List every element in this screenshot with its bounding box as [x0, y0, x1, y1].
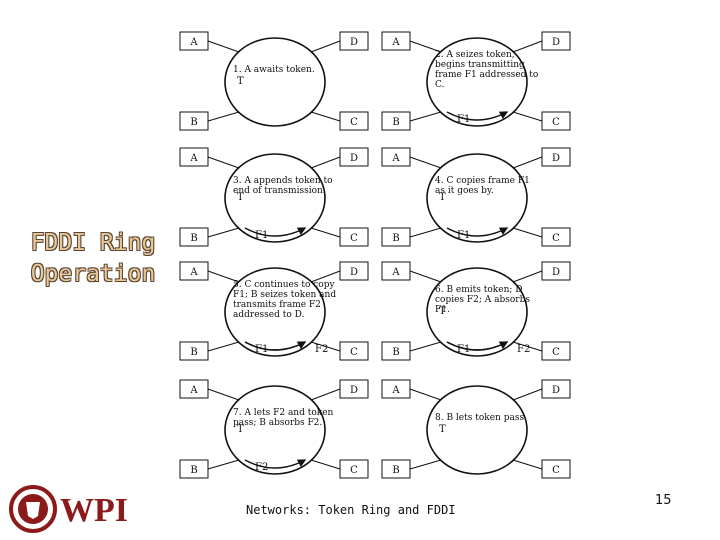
station-label: C [552, 347, 560, 358]
token-label: T [439, 192, 446, 203]
station-label: A [189, 153, 198, 164]
frame-arrow [244, 459, 307, 469]
ring-circle [224, 37, 326, 127]
ring-panel: A D B C 2. A seizes token,begins transmittin… [381, 31, 571, 131]
station-label: D [552, 267, 560, 278]
station-label: B [190, 347, 197, 358]
slide-title-line2: Operation [30, 261, 156, 287]
ring-circle [224, 153, 326, 243]
frame-label: F2 [255, 462, 268, 473]
frame-arrow [446, 341, 509, 351]
station-label: A [391, 267, 400, 278]
station-label: D [552, 153, 560, 164]
page-number: 15 [655, 493, 672, 508]
station-label: C [350, 117, 358, 128]
station-label: C [552, 117, 560, 128]
station-label: B [392, 347, 399, 358]
frame-label: F2 [315, 344, 328, 355]
ring-circle [426, 385, 528, 475]
station-label: B [392, 117, 399, 128]
ring-circle [224, 385, 326, 475]
ring-circle [224, 267, 326, 357]
slide-title: FDDI Ring Operation [18, 228, 168, 290]
station-label: D [350, 153, 358, 164]
station-label: A [189, 267, 198, 278]
frame-label: F1 [255, 230, 268, 241]
station-label: A [189, 385, 198, 396]
frame-arrow [446, 227, 509, 237]
frame-label: F1 [457, 114, 470, 125]
station-label: C [350, 233, 358, 244]
station-label: A [391, 153, 400, 164]
frame-label: F2 [517, 344, 530, 355]
frame-arrow [244, 227, 307, 237]
step-description: 8. B lets token pass. [435, 413, 527, 423]
station-label: D [552, 37, 560, 48]
token-label: T [237, 192, 244, 203]
station-label: A [391, 385, 400, 396]
token-label: T [439, 306, 446, 317]
ring-panel: A D B C 1. A awaits token.T [179, 31, 369, 131]
frame-label: F1 [457, 230, 470, 241]
token-label: T [237, 424, 244, 435]
frame-label: F1 [457, 344, 470, 355]
station-label: D [350, 37, 358, 48]
station-label: A [189, 37, 198, 48]
ring-circle [426, 267, 528, 357]
station-label: D [552, 385, 560, 396]
slide-footer: Networks: Token Ring and FDDI [246, 503, 456, 517]
frame-label: F1 [255, 344, 268, 355]
station-label: C [552, 233, 560, 244]
station-label: C [350, 465, 358, 476]
step-description: 1. A awaits token. [233, 65, 315, 75]
station-label: B [392, 233, 399, 244]
station-label: C [350, 347, 358, 358]
station-label: B [190, 233, 197, 244]
frame-arrow [244, 341, 307, 351]
station-label: C [552, 465, 560, 476]
station-label: D [350, 267, 358, 278]
ring-panel: A D B C 8. B lets token pass.T [381, 379, 571, 479]
station-label: B [392, 465, 399, 476]
token-label: T [439, 424, 446, 435]
frame-arrow [446, 111, 509, 121]
station-label: D [350, 385, 358, 396]
ring-circle [426, 37, 528, 127]
wpi-logo: WPI [9, 485, 128, 533]
station-label: A [391, 37, 400, 48]
station-label: B [190, 117, 197, 128]
token-label: T [237, 76, 244, 87]
ring-circle [426, 153, 528, 243]
station-label: B [190, 465, 197, 476]
slide-title-line1: FDDI Ring [30, 230, 156, 256]
wpi-logo-text: WPI [60, 492, 128, 529]
